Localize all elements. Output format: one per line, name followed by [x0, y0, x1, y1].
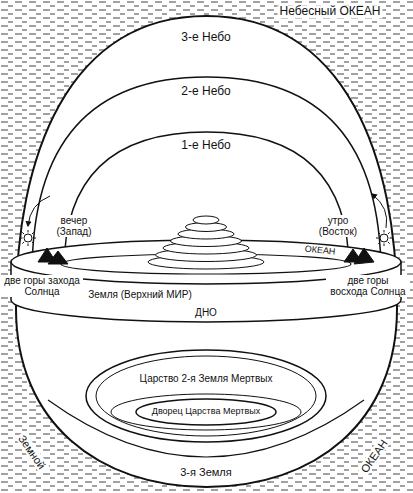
- region-label: 3-е Небо: [179, 31, 232, 44]
- sun-ray: [28, 230, 29, 233]
- sun-ray: [384, 230, 385, 233]
- sun-ray: [376, 238, 379, 239]
- mountain-label: две горы восхода Солнца: [326, 275, 410, 297]
- sun-ray: [384, 244, 385, 247]
- sun-ray: [34, 238, 37, 239]
- mountain-symbol: [354, 248, 374, 264]
- underworld-region: Царство 2-я Земля МертвыхДворец Царства …: [84, 340, 328, 446]
- region-label: 2-е Небо: [179, 85, 232, 98]
- third-heaven-dome: 3-е Небо 2-е Небо 1-е НебоЗемля (Верхний М…: [14, 14, 399, 489]
- sun-ray: [22, 242, 24, 244]
- mountain-label: две горы захода Солнца: [1, 275, 83, 297]
- world-mountain-tier: [193, 216, 219, 224]
- sun-ray: [388, 242, 390, 244]
- sun-ray: [32, 242, 34, 244]
- region-label: Царство 2-я Земля Мертвых: [138, 373, 275, 384]
- earth-level-label: ДНО: [193, 307, 219, 318]
- ocean-label: Небесный ОКЕАН: [278, 5, 383, 18]
- sun-ray: [390, 238, 393, 239]
- region-label: 1-е Небо: [179, 139, 232, 152]
- region-label: Земля (Верхний МИР): [86, 289, 194, 300]
- sun-ray: [20, 238, 23, 239]
- sun-symbol: [24, 234, 32, 242]
- underworld-contour: [111, 394, 301, 430]
- sun-ray: [32, 232, 34, 234]
- underworld-outline: [86, 350, 326, 442]
- sun-ray: [28, 244, 29, 247]
- time-label: вечер (Запад): [47, 215, 101, 237]
- sun-ray: [378, 232, 380, 234]
- underworld-contour: [96, 356, 316, 436]
- region-label: Дворец Царства Мертвых: [150, 407, 262, 417]
- node-outline: [84, 340, 328, 446]
- sunrise-arrow: [372, 194, 387, 228]
- time-label: утро (Восток): [310, 215, 366, 237]
- mountain-symbol: [48, 251, 68, 264]
- sun-ray: [22, 232, 24, 234]
- palace-shape: Дворец Царства Мертвых: [136, 399, 276, 425]
- sun-ray: [388, 232, 390, 234]
- sun-ray: [378, 242, 380, 244]
- palace-outline: [136, 399, 276, 425]
- sun-symbol: [380, 234, 388, 242]
- earth-level-label: 3-я Земля: [178, 466, 234, 478]
